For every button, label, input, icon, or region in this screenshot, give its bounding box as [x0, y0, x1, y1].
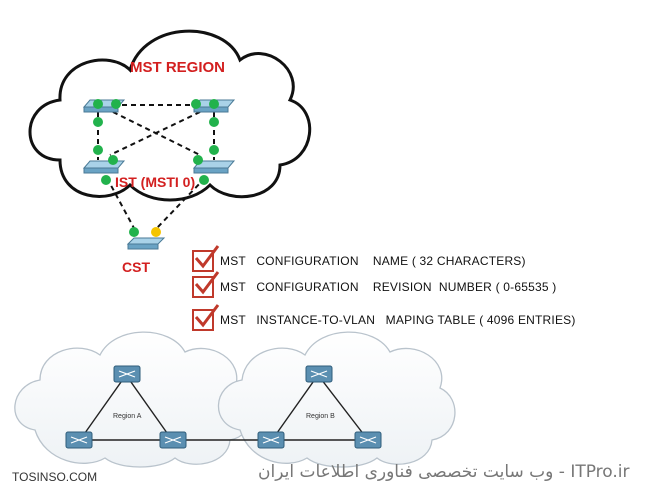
requirement-config-name: MST CONFIGURATION NAME ( 32 CHARACTERS) [192, 245, 526, 274]
switch-cst [126, 237, 166, 250]
requirement-text: MST INSTANCE-TO-VLAN MAPING TABLE ( 4096… [220, 313, 576, 327]
check-icon [194, 245, 220, 269]
cst-label: CST [122, 259, 150, 275]
requirement-text: MST CONFIGURATION REVISION NUMBER ( 0-65… [220, 280, 557, 294]
mst-region-label: MST REGION [130, 59, 225, 76]
switch-bottom-left [82, 160, 126, 174]
requirement-text: MST CONFIGURATION NAME ( 32 CHARACTERS) [220, 254, 526, 268]
ist-label: IST (MSTI 0) [115, 174, 195, 190]
port-markers [93, 99, 219, 237]
check-icon [194, 271, 220, 295]
region-a-cloud [14, 331, 254, 468]
port-blocked-yellow [151, 227, 161, 237]
requirement-revision-number: MST CONFIGURATION REVISION NUMBER ( 0-65… [192, 271, 557, 300]
check-icon [194, 304, 220, 328]
checkbox-checked [192, 271, 220, 298]
checkbox-checked [192, 304, 220, 331]
mst-region-cloud [28, 29, 312, 202]
watermark-tosinso: TOSINSO.COM [12, 470, 98, 484]
switch-arrow-marks [70, 370, 377, 444]
region-a-label: Region A [113, 413, 142, 420]
region-b-label: Region B [306, 413, 335, 420]
watermark-itpro: ITPro.ir - وب سایت تخصصی فناوری اطلاعات … [258, 462, 630, 482]
bottom-links [79, 374, 369, 441]
requirement-vlan-mapping: MST INSTANCE-TO-VLAN MAPING TABLE ( 4096… [192, 304, 576, 333]
checkbox-checked [192, 245, 220, 272]
